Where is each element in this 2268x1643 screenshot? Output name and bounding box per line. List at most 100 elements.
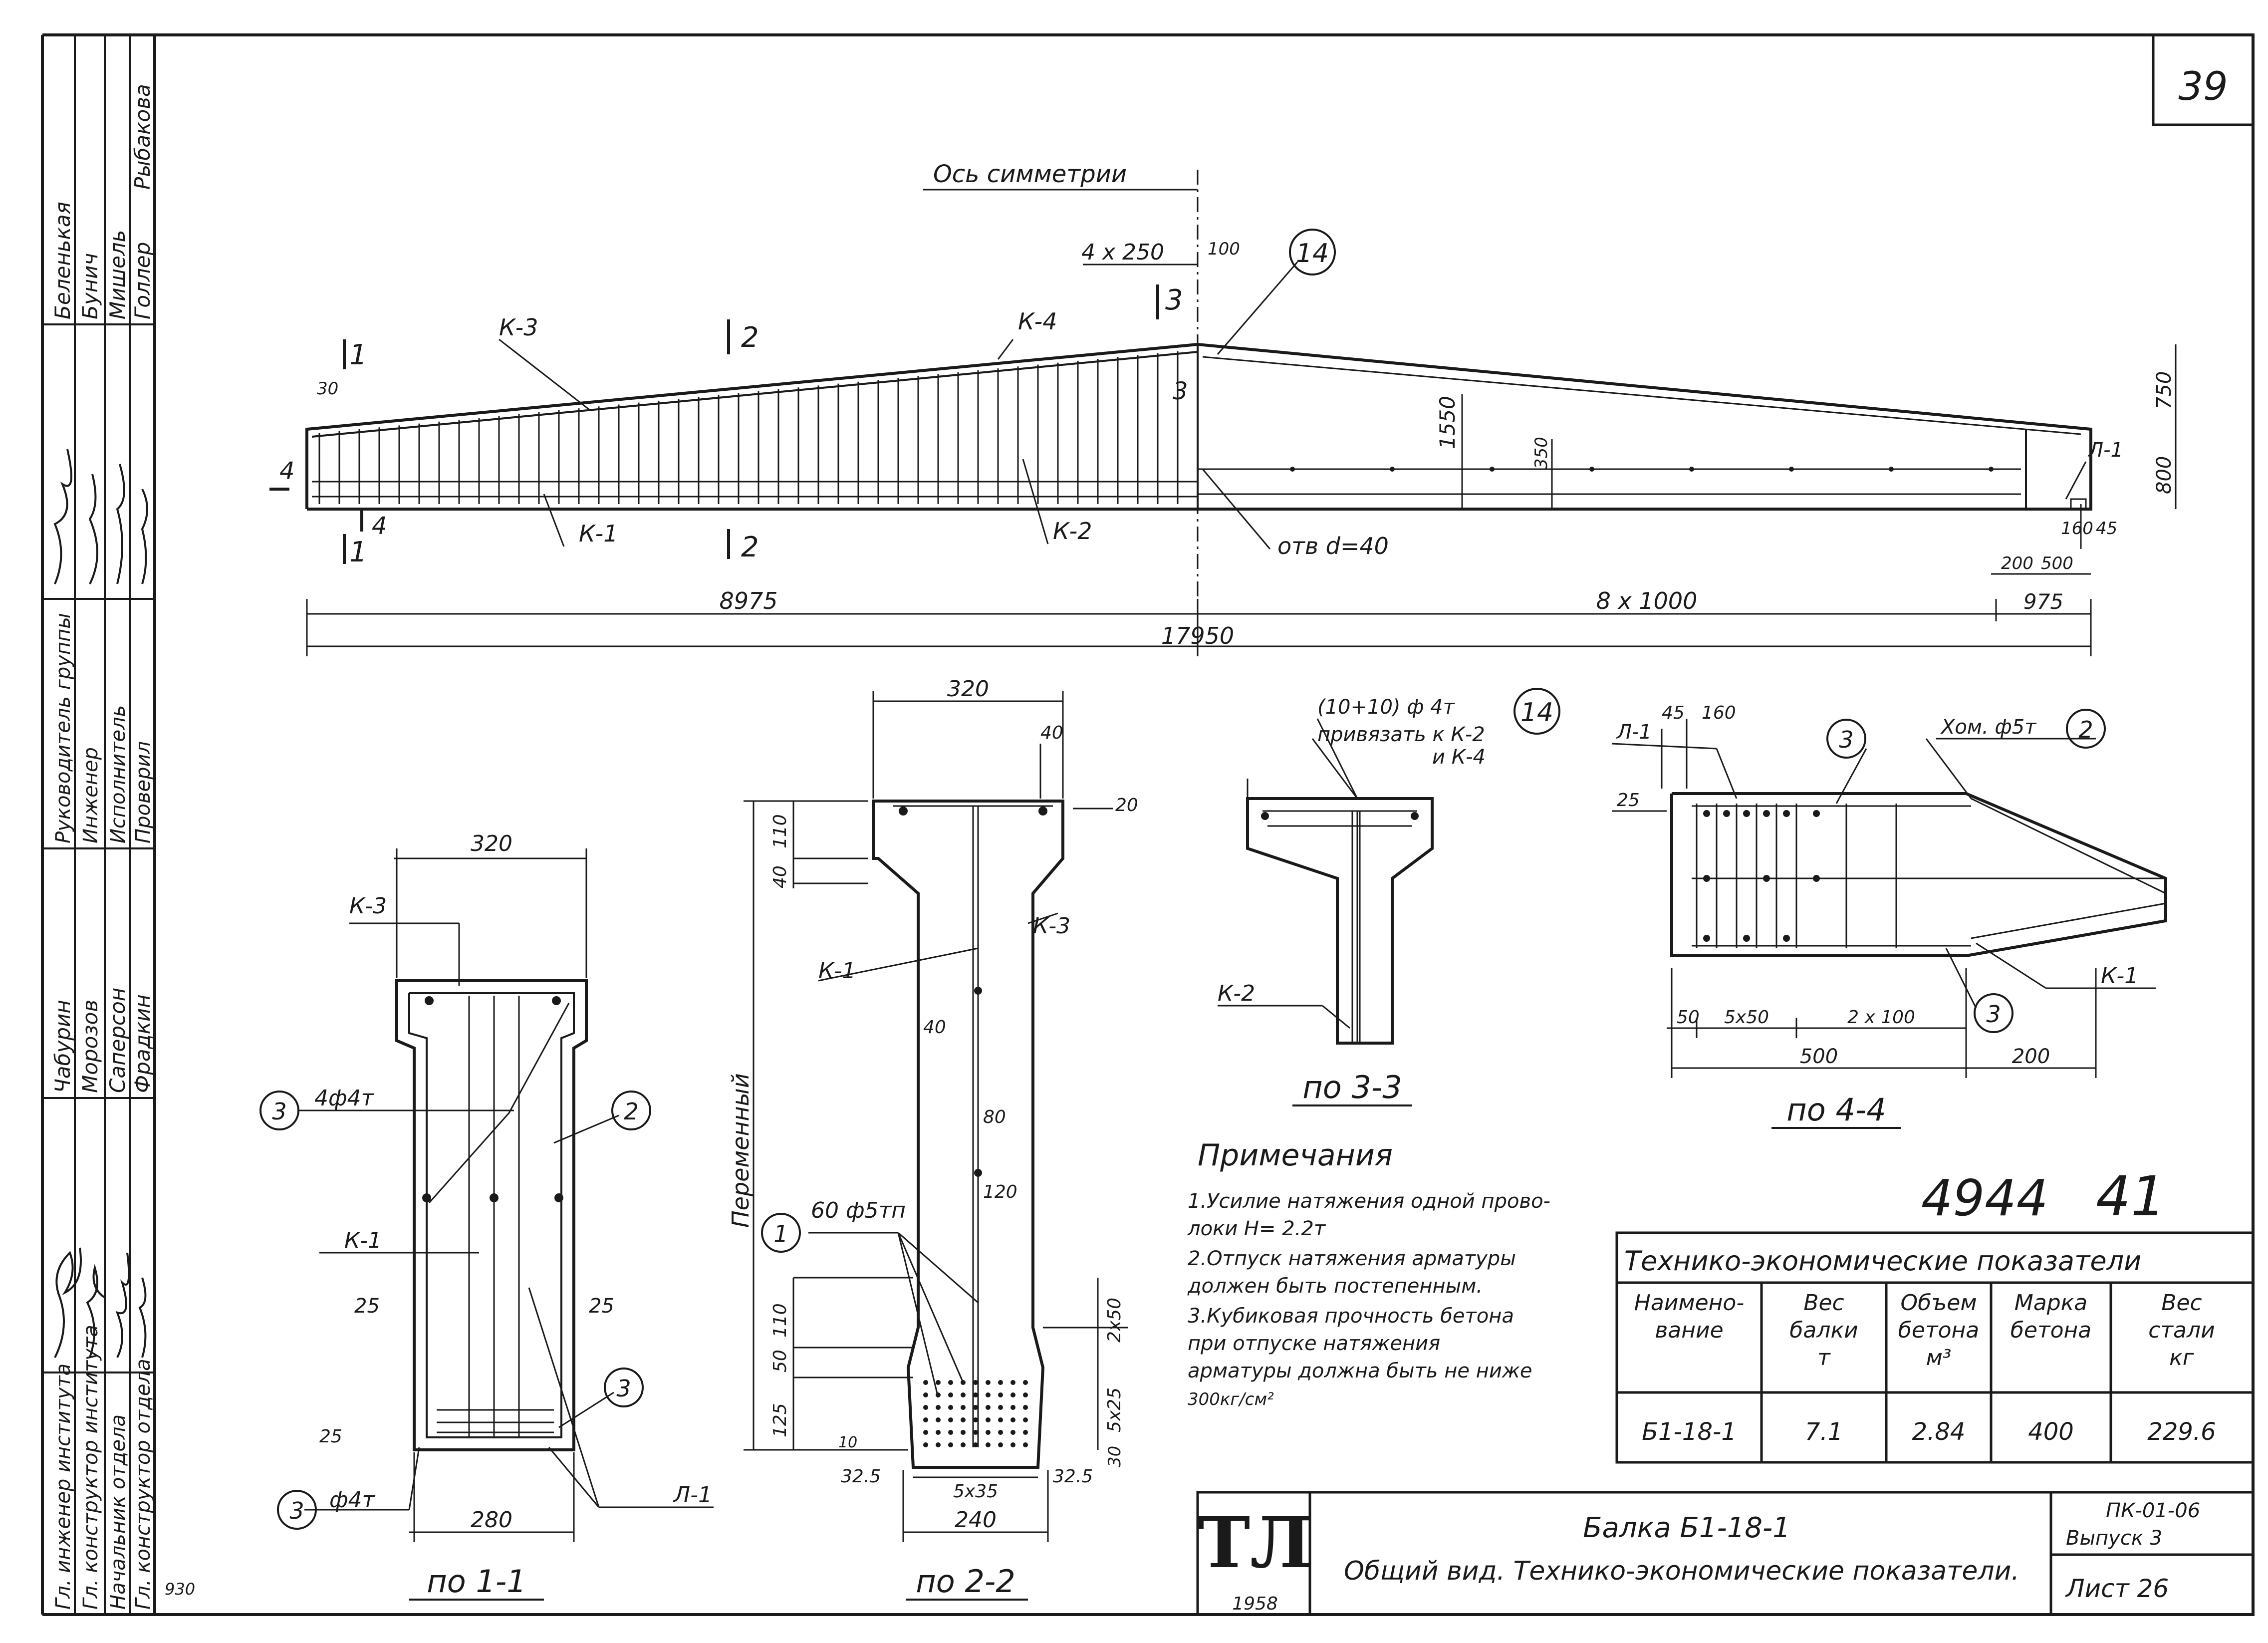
s3-label-tie1: привязать к К-2 [1317,723,1485,746]
strand [986,1430,991,1435]
strand [986,1417,991,1422]
note-line-7: арматуры должна быть не ниже [1188,1360,1532,1382]
inventory-suffix: 41 [2096,1164,2166,1228]
s1-pos-2: 2 [624,1098,638,1125]
title-issue: Выпуск 3 [2066,1527,2162,1550]
dim-1550: 1550 [1435,396,1460,449]
strand [998,1430,1003,1435]
strand [961,1417,966,1422]
table-cell-steel: 229.6 [2147,1418,2216,1446]
hole-marks [1290,467,1994,472]
section-mark-2-bottom: 2 [741,531,759,563]
stamp-role-4: Гл. конструктор отдела [132,1359,155,1610]
s3-label-k2: К-2 [1218,981,1255,1006]
strand [973,1405,978,1410]
stamp-block: Гл. инженер института Гл. конструктор ин… [42,35,155,1615]
strand [948,1380,953,1385]
table-cell-name: Б1-18-1 [1642,1418,1737,1446]
stamp-role-3: Начальник отдела [107,1414,130,1610]
strand [948,1417,953,1422]
s4-label-k1: К-1 [2101,963,2138,989]
table-header-cell: бетона [2011,1318,2092,1343]
tech-econ-table: Технико-экономические показатели Наимено… [1615,1231,2255,1464]
label-k3: К-3 [499,314,538,341]
s4-label-clamp: Хом. ф5т [1940,716,2037,739]
label-k4: К-4 [1018,308,1057,335]
table-header-cell: балки [1789,1318,1858,1343]
title-year: 1958 [1232,1594,1278,1614]
sheet-frame [41,33,2255,1616]
table-header-cell: стали [2148,1318,2215,1343]
dim-30: 30 [317,379,338,399]
s2-dim-240: 240 [955,1507,997,1533]
section-mark-2-top: 2 [741,321,759,354]
s4-label-l1: Л-1 [1616,721,1652,744]
stamp-right-name-1: Беленькая [50,202,75,319]
signature-1 [54,1247,82,1358]
notes-block: Примечания 1.Усилие натяжения одной пров… [1187,1138,1550,1409]
section-mark-1-bottom: 1 [349,536,367,568]
table-header-cell: бетона [1898,1318,1980,1343]
strand [973,1442,978,1447]
s2-dim-80: 80 [983,1107,1006,1127]
strand [973,1417,978,1422]
s2-label-k3: К-3 [1033,913,1070,939]
strand [1023,1380,1028,1385]
note-line-4: должен быть постепенным. [1187,1275,1483,1298]
axis-of-symmetry-label: Ось симметрии [933,160,1127,188]
section-mark-3-mid: 3 [1173,377,1188,405]
s1-pos-3a: 3 [272,1098,286,1125]
s2-title: по 2-2 [916,1563,1015,1600]
stamp-right-name-2: Бунич [78,253,102,319]
dim-8x1000: 8 x 1000 [1596,587,1698,614]
s2-dim-40c: 40 [923,1017,946,1038]
s1-dim-25a: 25 [354,1295,380,1318]
strand [1010,1430,1015,1435]
strand [923,1430,928,1435]
label-l1: Л-1 [2087,439,2123,462]
dim-500: 500 [2041,553,2073,573]
strand [1010,1380,1015,1385]
strand [986,1405,991,1410]
stamp-mid-role-1: Руководитель группы [52,613,75,843]
strand [948,1392,953,1397]
s1-title: по 1-1 [427,1563,526,1600]
section-4-4: 45 160 Л-1 25 50 5x50 2 x 100 500 200 3 … [1611,703,2167,1129]
strand [948,1405,953,1410]
s4-pos-3a: 3 [1839,726,1853,753]
s1-label-k3: К-3 [349,893,387,919]
s2-dim-125: 125 [770,1403,790,1437]
s2-dim-120: 120 [983,1182,1017,1202]
stamp-right-name-5: Рыбакова [130,84,155,190]
s2-dim-20: 20 [1115,795,1138,816]
signature-3 [115,1252,130,1358]
strand [986,1380,991,1385]
title-series: ПК-01-06 [2106,1499,2200,1522]
signature-4 [138,1277,147,1358]
s4-pos-2: 2 [2078,716,2093,743]
position-14-label: 14 [1296,239,1329,269]
strand [973,1380,978,1385]
dim-200: 200 [2001,553,2033,573]
strand [936,1442,941,1447]
section-mark-4-bottom: 4 [372,512,387,540]
section-1-1: 320 К-3 К-1 4ф4т ф4т Л-1 3 2 3 3 280 25 … [259,831,714,1601]
s2-dim-110a: 110 [770,814,790,848]
s2-dim-32-5a: 32.5 [841,1466,881,1487]
s4-dim-45: 45 [1662,703,1685,723]
stamp-mid-role-3: Исполнитель [107,705,130,843]
note-line-2: локи Н= 2.2т [1187,1217,1326,1240]
s3-label-tie2: и К-4 [1432,746,1486,769]
s4-dim-500: 500 [1800,1045,1838,1068]
s1-dim-280: 280 [471,1507,512,1533]
label-k2: К-2 [1053,518,1092,545]
note-line-8: 300кг/см² [1188,1389,1274,1409]
s2-dim-40a: 40 [1040,723,1063,743]
strand [936,1380,941,1385]
strand [1010,1442,1015,1447]
strand [986,1442,991,1447]
s2-dim-50: 50 [770,1350,790,1372]
table-header-cell: Вес [1803,1290,1844,1316]
s1-dim-25c: 25 [319,1426,342,1447]
stamp-name-4: Фрадкин [130,994,155,1093]
